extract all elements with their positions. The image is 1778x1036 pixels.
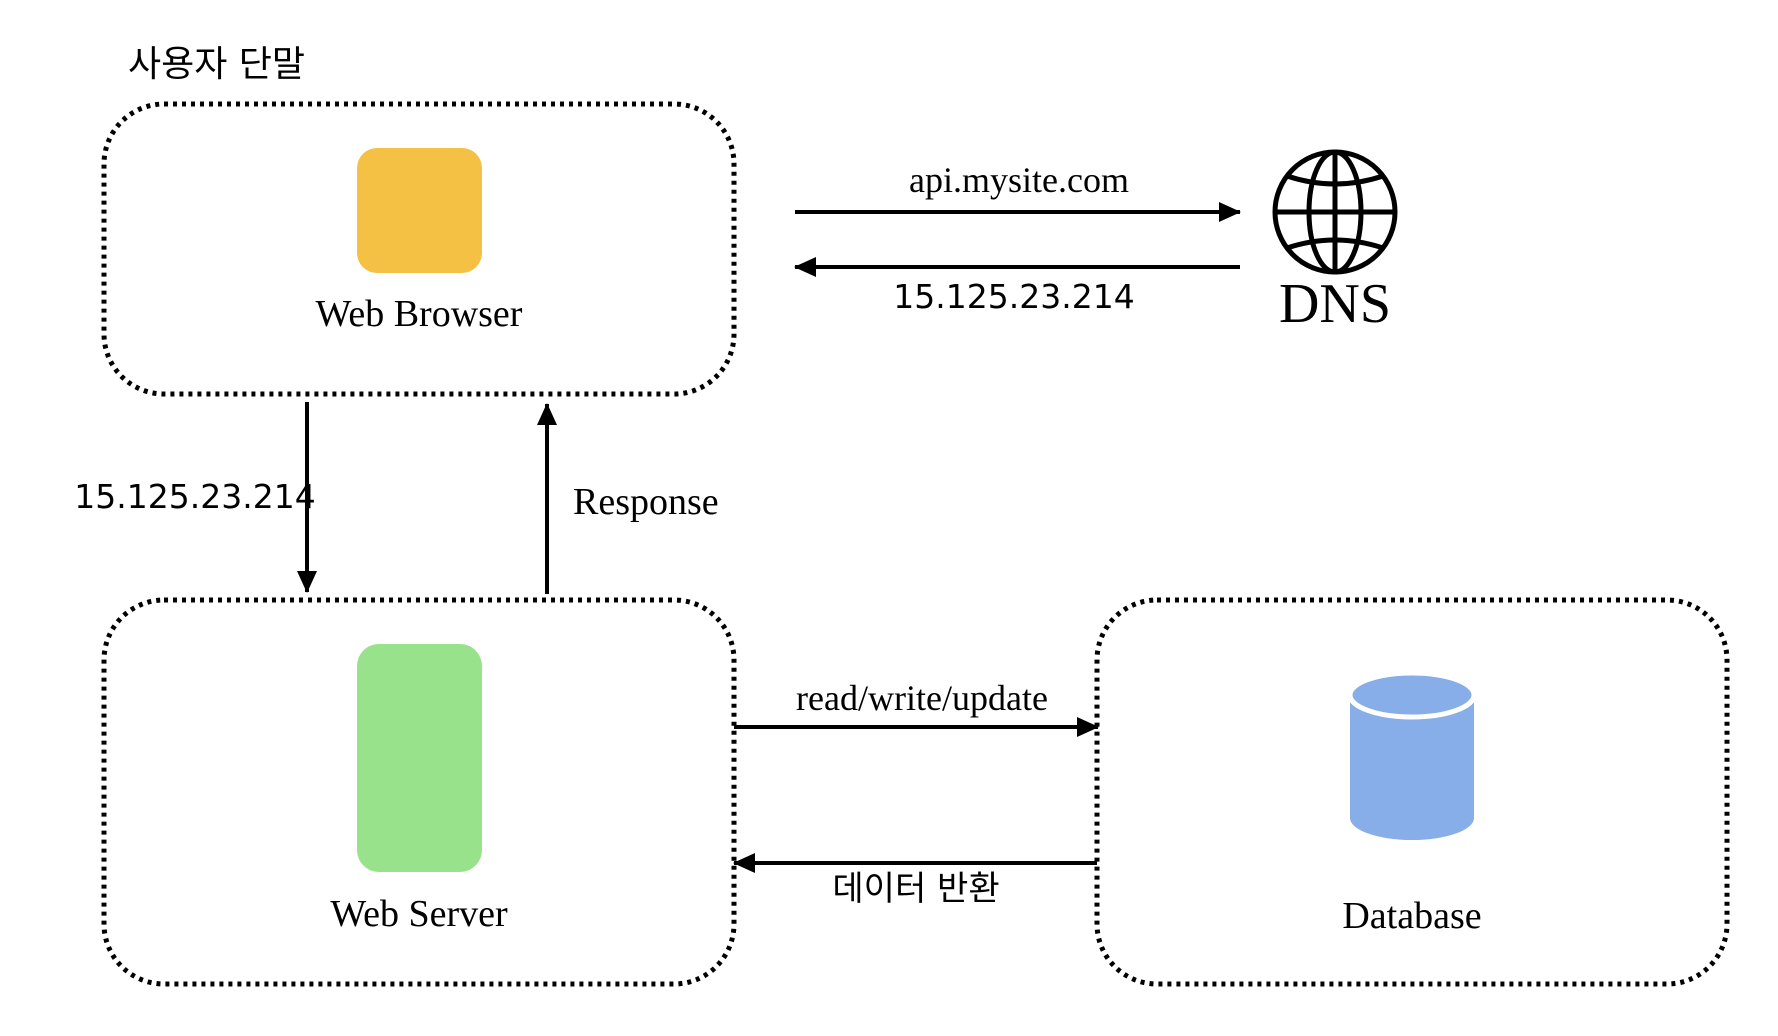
database-cylinder-body bbox=[1350, 695, 1474, 840]
dns-to-browser-label: 15.125.23.214 bbox=[893, 277, 1134, 316]
browser-to-server-label: 15.125.23.214 bbox=[74, 477, 315, 516]
group-label: 사용자 단말 bbox=[128, 44, 305, 85]
server-to-browser-label: Response bbox=[573, 481, 719, 523]
database-to-server-label: 데이터 반환 bbox=[832, 869, 999, 909]
database-label: Database bbox=[1342, 895, 1481, 937]
web-server-box bbox=[101, 597, 737, 987]
web-browser-label: Web Browser bbox=[316, 293, 523, 335]
database-cylinder-top bbox=[1347, 670, 1477, 720]
database-icon bbox=[1347, 670, 1477, 840]
server-to-database-label: read/write/update bbox=[796, 678, 1048, 718]
browser-to-dns-label: api.mysite.com bbox=[909, 160, 1129, 200]
web-server-label: Web Server bbox=[330, 893, 508, 935]
globe-icon bbox=[1272, 149, 1398, 275]
web-server-icon bbox=[357, 644, 482, 872]
client-device-box bbox=[101, 101, 737, 397]
web-browser-icon bbox=[357, 148, 482, 273]
database-box bbox=[1094, 597, 1730, 987]
dns-label: DNS bbox=[1279, 273, 1391, 335]
